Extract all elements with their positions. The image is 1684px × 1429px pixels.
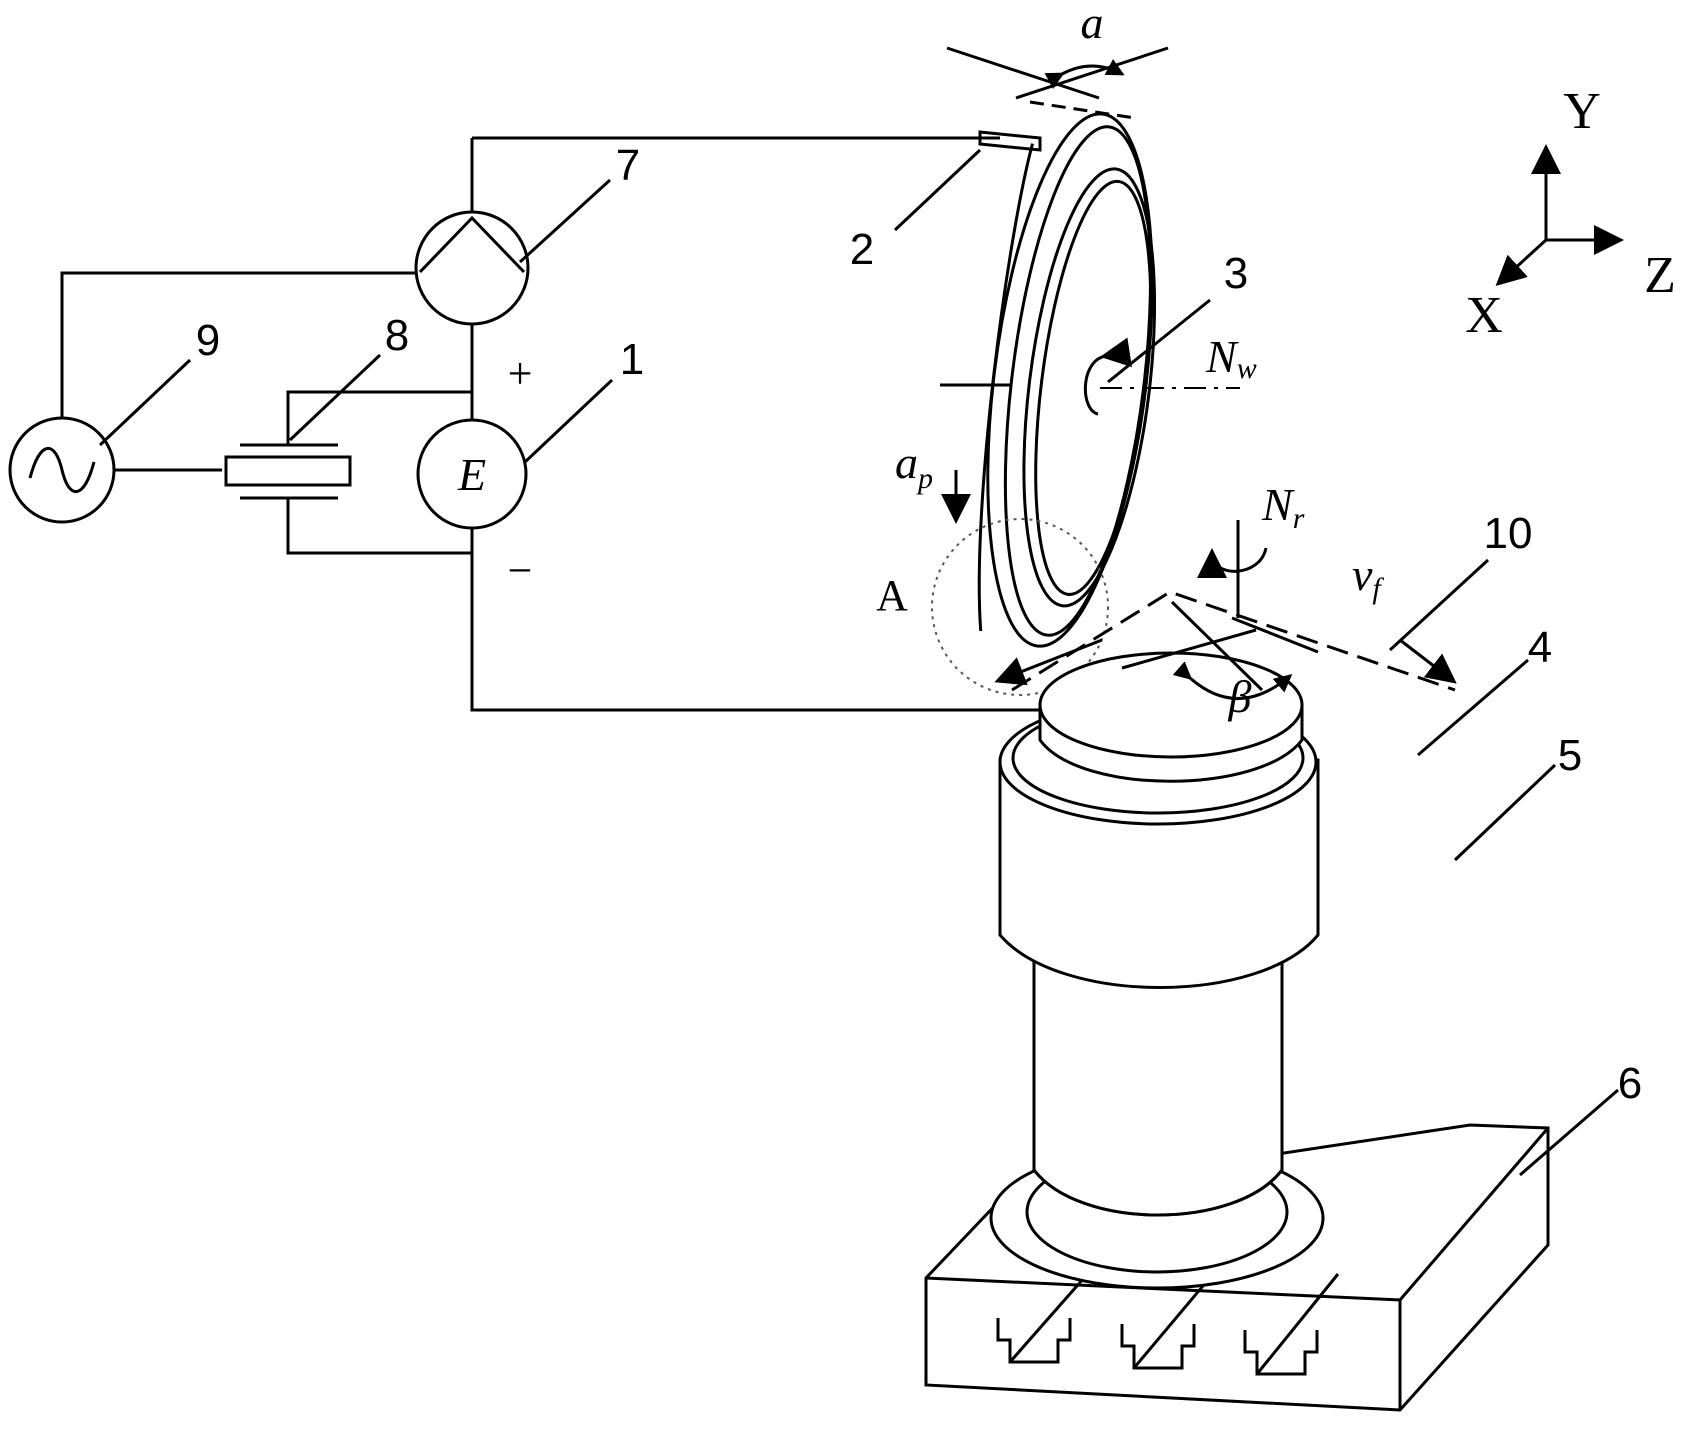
- component-9-ac-generator: [8, 416, 116, 524]
- component-4-workpiece: [1038, 651, 1304, 783]
- detail-circle-a: A: [876, 518, 1109, 696]
- alpha-angle: a: [946, 0, 1169, 120]
- callout-9: 9: [196, 316, 220, 365]
- minus-sign: −: [508, 546, 533, 595]
- ap-feed-arrow: ap: [895, 437, 971, 524]
- callout-2: 2: [850, 225, 874, 274]
- grinding-wheel: [940, 112, 1240, 648]
- callout-5: 5: [1558, 731, 1582, 780]
- callout-1: 1: [620, 335, 644, 384]
- nr-rotation: Nr: [1197, 479, 1305, 618]
- plus-sign: +: [508, 349, 533, 398]
- component-8-capacitor: [224, 443, 352, 500]
- axis-y-label: Y: [1563, 83, 1601, 140]
- callout-10: 10: [1484, 509, 1533, 558]
- nr-label: Nr: [1261, 479, 1305, 535]
- vf-label: vf: [1352, 549, 1384, 605]
- callout-3: 3: [1224, 249, 1248, 298]
- feed-vf-and-beta: β vf: [994, 549, 1457, 722]
- callout-7: 7: [616, 141, 640, 190]
- component-1-dc-source: E: [416, 418, 528, 530]
- circuit-wiring: [60, 136, 1040, 712]
- callout-6: 6: [1618, 1059, 1642, 1108]
- axis-x-label: X: [1465, 287, 1503, 344]
- beta-label: β: [1228, 671, 1252, 722]
- callouts: 7 1 9 8 2 3 10 4 5 6: [98, 141, 1642, 1177]
- nw-label: Nw: [1205, 331, 1257, 385]
- component-7-meter: [414, 210, 530, 326]
- ap-label: ap: [895, 437, 933, 495]
- callout-4: 4: [1528, 623, 1552, 672]
- alpha-label: a: [1081, 0, 1104, 48]
- coordinate-axes: Y Z X: [1465, 83, 1676, 344]
- detail-label: A: [876, 571, 908, 620]
- callout-8: 8: [385, 311, 409, 360]
- source-label: E: [457, 449, 486, 500]
- component-5-chuck: [989, 698, 1325, 1290]
- axis-z-label: Z: [1644, 247, 1676, 304]
